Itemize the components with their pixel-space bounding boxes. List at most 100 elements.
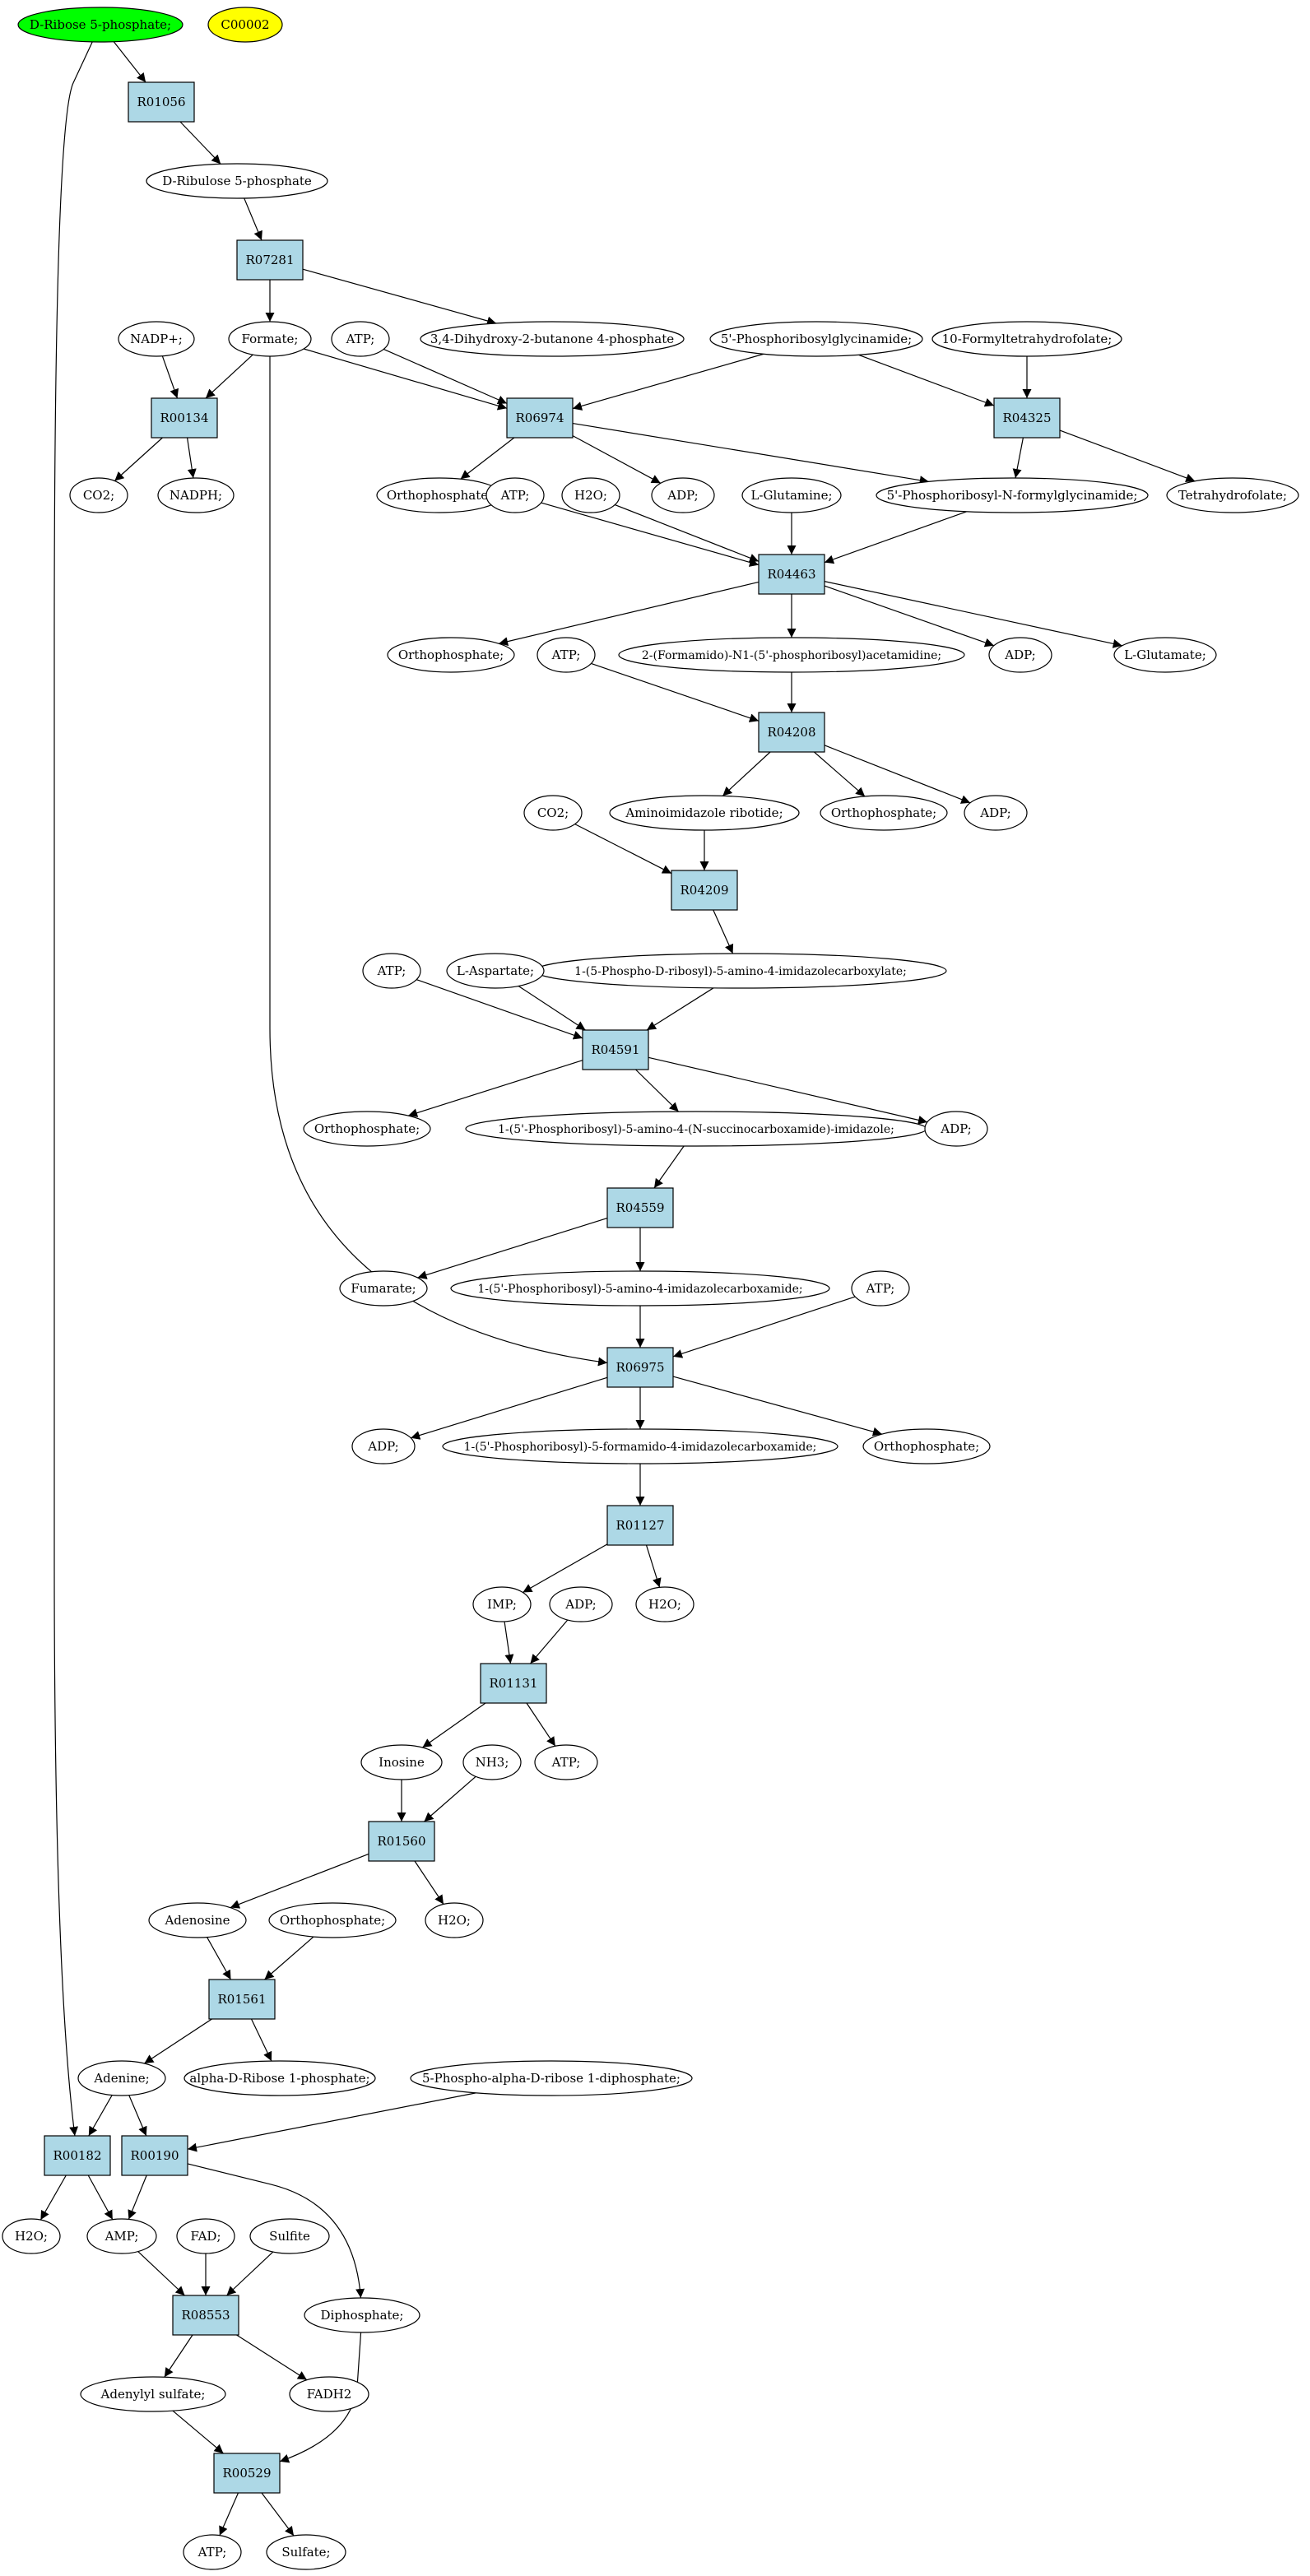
compound-node-h2o[interactable]: H2O; <box>425 1902 484 1938</box>
compound-node-orthophosphate[interactable]: Orthophosphate; <box>268 1902 397 1938</box>
reaction-node-r04559[interactable]: R04559 <box>606 1187 674 1228</box>
compound-node-nh3[interactable]: NH3; <box>462 1744 522 1780</box>
reaction-node-r04463[interactable]: R04463 <box>758 554 825 595</box>
reaction-node-r01560[interactable]: R01560 <box>368 1821 435 1862</box>
edge-r01561-to-adenine <box>144 2018 212 2064</box>
compound-node-formate[interactable]: Formate; <box>228 321 312 357</box>
compound-node-fumarate[interactable]: Fumarate; <box>339 1270 428 1307</box>
reaction-node-r01131[interactable]: R01131 <box>480 1663 547 1704</box>
compound-node-adenylyl-sulfate[interactable]: Adenylyl sulfate; <box>80 2376 226 2412</box>
edge-amp-to-r08553 <box>137 2251 185 2296</box>
reaction-node-r01127[interactable]: R01127 <box>606 1505 674 1546</box>
compound-node-atp[interactable]: ATP; <box>534 1744 598 1780</box>
compound-node-orthophosphate[interactable]: Orthophosphate; <box>820 795 948 831</box>
compound-node-orthophosphate[interactable]: Orthophosphate; <box>387 637 515 673</box>
reaction-node-r06974[interactable]: R06974 <box>506 397 574 439</box>
compound-node-atp[interactable]: ATP; <box>331 321 390 357</box>
compound-node-alpha-d-ribose-1-phosphate[interactable]: alpha-D-Ribose 1-phosphate; <box>183 2060 376 2096</box>
compound-ellipse <box>249 2218 330 2254</box>
compound-node-3-4-dihydroxy-2-butanone-4-phosphate[interactable]: 3,4-Dihydroxy-2-butanone 4-phosphate <box>420 321 685 357</box>
node-label: R08553 <box>181 2308 230 2323</box>
compound-node-orthophosphate[interactable]: Orthophosphate; <box>862 1428 991 1464</box>
compound-node-d-ribose-5-phosphate[interactable]: D-Ribose 5-phosphate; <box>17 7 183 43</box>
compound-node-1-5-phosphoribosyl-5-amino-4-imidazolecarboxamide[interactable]: 1-(5'-Phosphoribosyl)-5-amino-4-imidazol… <box>450 1270 830 1307</box>
compound-node-adp[interactable]: ADP; <box>988 637 1052 673</box>
node-label: FAD; <box>190 2229 221 2244</box>
reaction-node-r01561[interactable]: R01561 <box>208 1979 276 2020</box>
compound-node-c00002[interactable]: C00002 <box>207 7 283 43</box>
reaction-node-r06975[interactable]: R06975 <box>606 1347 674 1388</box>
reaction-node-r00190[interactable]: R00190 <box>121 2135 188 2176</box>
compound-node-5-phosphoribosylglycinamide[interactable]: 5'-Phosphoribosylglycinamide; <box>709 321 923 357</box>
reaction-box <box>368 1821 435 1862</box>
compound-node-fadh2[interactable]: FADH2 <box>289 2376 369 2412</box>
node-label: Adenosine <box>164 1913 230 1928</box>
reaction-node-r07281[interactable]: R07281 <box>236 239 304 281</box>
compound-node-adp[interactable]: ADP; <box>651 477 715 513</box>
compound-node-sulfate[interactable]: Sulfate; <box>266 2534 346 2570</box>
compound-node-5-phosphoribosyl-n-formylglycinamide[interactable]: 5'-Phosphoribosyl-N-formylglycinamide; <box>876 477 1149 513</box>
node-label: 5'-Phosphoribosylglycinamide; <box>721 332 912 346</box>
reaction-node-r00529[interactable]: R00529 <box>213 2453 281 2494</box>
compound-ellipse <box>304 2297 420 2333</box>
node-label: R04325 <box>1002 411 1051 425</box>
compound-node-h2o[interactable]: H2O; <box>561 477 620 513</box>
reaction-node-r00134[interactable]: R00134 <box>151 397 218 439</box>
compound-node-h2o[interactable]: H2O; <box>2 2218 61 2254</box>
compound-node-diphosphate[interactable]: Diphosphate; <box>304 2297 420 2333</box>
compound-node-l-glutamine[interactable]: L-Glutamine; <box>741 477 842 513</box>
compound-node-adp[interactable]: ADP; <box>351 1428 416 1464</box>
compound-node-1-5-phospho-d-ribosyl-5-amino-4-imidazolecarboxylate[interactable]: 1-(5-Phospho-D-ribosyl)-5-amino-4-imidaz… <box>534 953 947 989</box>
compound-ellipse <box>988 637 1052 673</box>
edge-r08553-to-fadh2 <box>236 2334 308 2381</box>
compound-node-atp[interactable]: ATP; <box>362 953 421 989</box>
compound-node-co2[interactable]: CO2; <box>523 795 583 831</box>
compound-node-nadph[interactable]: NADPH; <box>157 477 235 513</box>
compound-node-imp[interactable]: IMP; <box>472 1586 532 1622</box>
compound-node-1-5-phosphoribosyl-5-formamido-4-imidazolecarboxamide[interactable]: 1-(5'-Phosphoribosyl)-5-formamido-4-imid… <box>442 1428 838 1464</box>
compound-node-co2[interactable]: CO2; <box>69 477 128 513</box>
node-label: ATP; <box>866 1281 895 1296</box>
compound-node-adp[interactable]: ADP; <box>924 1111 988 1147</box>
compound-node-fad[interactable]: FAD; <box>176 2218 235 2254</box>
compound-node-orthophosphate[interactable]: Orthophosphate; <box>376 477 503 513</box>
compound-node-l-aspartate[interactable]: L-Aspartate; <box>446 953 545 989</box>
compound-node-d-ribulose-5-phosphate[interactable]: D-Ribulose 5-phosphate <box>146 163 328 199</box>
node-label: R00182 <box>53 2148 101 2163</box>
compound-node-atp[interactable]: ATP; <box>183 2534 242 2570</box>
compound-node-amp[interactable]: AMP; <box>86 2218 157 2254</box>
compound-node-2-formamido-n1-5-phosphoribosyl-acetamidine[interactable]: 2-(Formamido)-N1-(5'-phosphoribosyl)acet… <box>618 637 965 673</box>
reaction-box <box>44 2135 111 2176</box>
compound-node-adp[interactable]: ADP; <box>964 795 1028 831</box>
compound-node-adp[interactable]: ADP; <box>549 1586 613 1622</box>
reaction-node-r04325[interactable]: R04325 <box>993 397 1061 439</box>
compound-node-10-formyltetrahydrofolate[interactable]: 10-Formyltetrahydrofolate; <box>931 321 1122 357</box>
compound-node-5-phospho-alpha-d-ribose-1-diphosphate[interactable]: 5-Phospho-alpha-D-ribose 1-diphosphate; <box>410 2060 693 2096</box>
compound-node-aminoimidazole-ribotide[interactable]: Aminoimidazole ribotide; <box>609 795 800 831</box>
compound-node-h2o[interactable]: H2O; <box>635 1586 694 1622</box>
compound-node-l-glutamate[interactable]: L-Glutamate; <box>1113 637 1217 673</box>
compound-node-atp[interactable]: ATP; <box>485 477 545 513</box>
compound-node-adenine[interactable]: Adenine; <box>77 2060 166 2096</box>
compound-node-nadp[interactable]: NADP+; <box>118 321 195 357</box>
compound-ellipse <box>387 637 515 673</box>
compound-node-adenosine[interactable]: Adenosine <box>148 1902 247 1938</box>
compound-node-sulfite[interactable]: Sulfite <box>249 2218 330 2254</box>
reaction-node-r04591[interactable]: R04591 <box>582 1029 649 1070</box>
compound-node-1-5-phosphoribosyl-5-amino-4-n-succinocarboxamide-imidazole[interactable]: 1-(5'-Phosphoribosyl)-5-amino-4-(N-succi… <box>465 1111 927 1147</box>
reaction-node-r04208[interactable]: R04208 <box>758 712 825 753</box>
node-label: R04208 <box>767 725 815 740</box>
reaction-node-r01056[interactable]: R01056 <box>128 81 195 123</box>
compound-node-tetrahydrofolate[interactable]: Tetrahydrofolate; <box>1166 477 1299 513</box>
edge-r06975-to-adp_e <box>411 1376 608 1440</box>
reaction-node-r00182[interactable]: R00182 <box>44 2135 111 2176</box>
reaction-box <box>236 239 304 281</box>
reaction-node-r08553[interactable]: R08553 <box>172 2295 239 2336</box>
compound-node-atp[interactable]: ATP; <box>851 1270 910 1307</box>
compound-node-orthophosphate[interactable]: Orthophosphate; <box>303 1111 431 1147</box>
reaction-node-r04209[interactable]: R04209 <box>671 870 738 911</box>
node-label: Fumarate; <box>351 1281 416 1296</box>
compound-node-inosine[interactable]: Inosine <box>360 1744 443 1780</box>
compound-ellipse <box>268 1902 397 1938</box>
compound-node-atp[interactable]: ATP; <box>537 637 596 673</box>
